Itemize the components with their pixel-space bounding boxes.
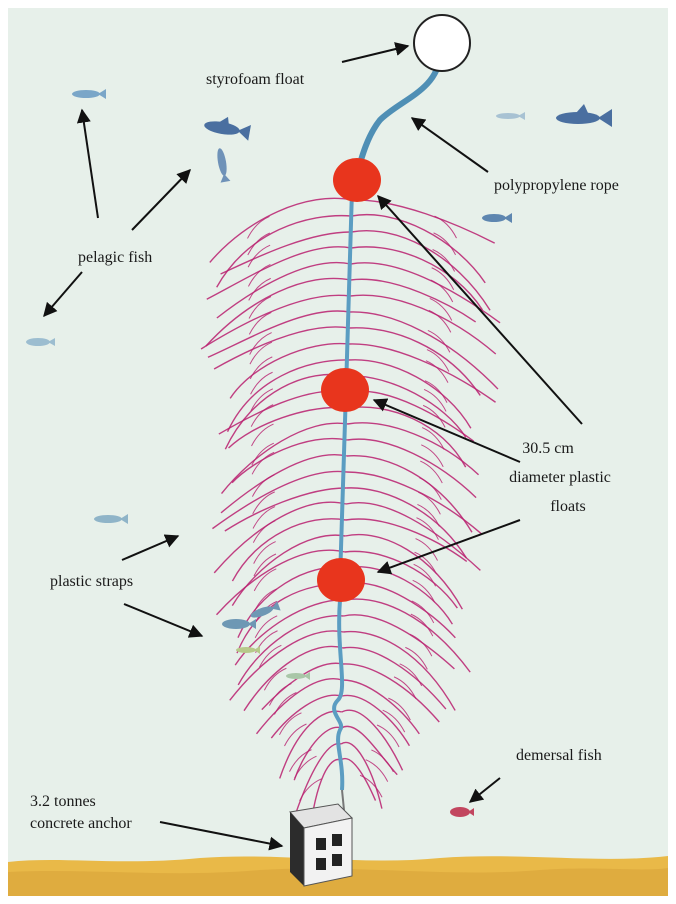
plastic-float-2 <box>321 368 369 412</box>
label-float-size: 30.5 cm <box>522 440 574 457</box>
label-styrofoam-float: styrofoam float <box>206 71 305 88</box>
plastic-float-1 <box>333 158 381 202</box>
label-anchor-weight: 3.2 tonnes <box>30 793 96 810</box>
label-demersal-fish: demersal fish <box>516 747 602 764</box>
label-pelagic-fish: pelagic fish <box>78 249 152 266</box>
label-float-desc-1: diameter plastic <box>509 469 611 486</box>
styrofoam-float <box>414 15 470 71</box>
plastic-float-3 <box>317 558 365 602</box>
label-polypropylene-rope: polypropylene rope <box>494 177 619 194</box>
label-float-desc-2: floats <box>550 498 586 515</box>
label-anchor-type: concrete anchor <box>30 815 132 832</box>
concrete-anchor <box>290 804 352 886</box>
label-plastic-straps: plastic straps <box>50 573 133 590</box>
